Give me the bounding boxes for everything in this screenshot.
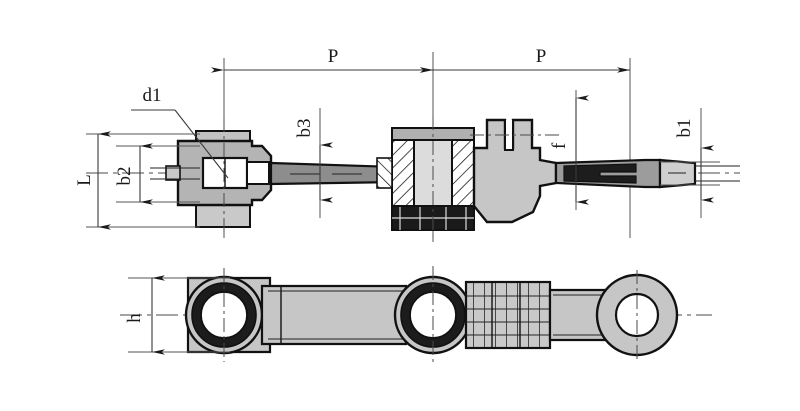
- dim-label-b1: b1: [674, 119, 695, 138]
- bushing-wall-right: [451, 139, 475, 207]
- dimension-pitch-left: P: [211, 46, 433, 73]
- side-sectional-view: P P: [74, 46, 740, 242]
- left-stub-shaft: [165, 165, 181, 181]
- plan-rib-lines: [466, 282, 550, 348]
- clevis-second-slot: [246, 161, 270, 185]
- dim-label-d1: d1: [143, 85, 162, 106]
- dimension-f: f: [549, 95, 589, 205]
- pin-head-bottom-cap: [195, 204, 251, 228]
- dim-label-h: h: [124, 313, 145, 323]
- bushing-left-tab: [376, 157, 393, 189]
- center-bushing-assembly: [376, 116, 475, 240]
- dimension-d1: d1: [131, 85, 229, 179]
- attachment-bracket: [470, 118, 560, 224]
- pin-head-top-cap: [195, 130, 251, 142]
- plan-connecting-bar: [260, 284, 408, 346]
- dimension-L: L: [74, 131, 200, 230]
- dimension-b3: b3: [294, 119, 333, 203]
- dim-label-f: f: [549, 142, 570, 149]
- plan-attachment-ribs: [464, 280, 552, 350]
- dim-label-b3: b3: [294, 119, 315, 138]
- dimension-h: h: [124, 275, 230, 355]
- dim-label-L: L: [74, 174, 95, 186]
- dim-label-pitch-right: P: [536, 46, 547, 67]
- d1-leader-diagonal: [174, 109, 229, 179]
- dimension-b1: b1: [660, 119, 720, 203]
- dim-label-pitch-left: P: [328, 46, 339, 67]
- dimension-b2: b2: [114, 143, 200, 205]
- bushing-wall-left: [391, 139, 415, 207]
- dimension-pitch-right: P: [420, 46, 630, 73]
- plan-view: h: [120, 266, 712, 364]
- dim-label-b2: b2: [114, 167, 135, 186]
